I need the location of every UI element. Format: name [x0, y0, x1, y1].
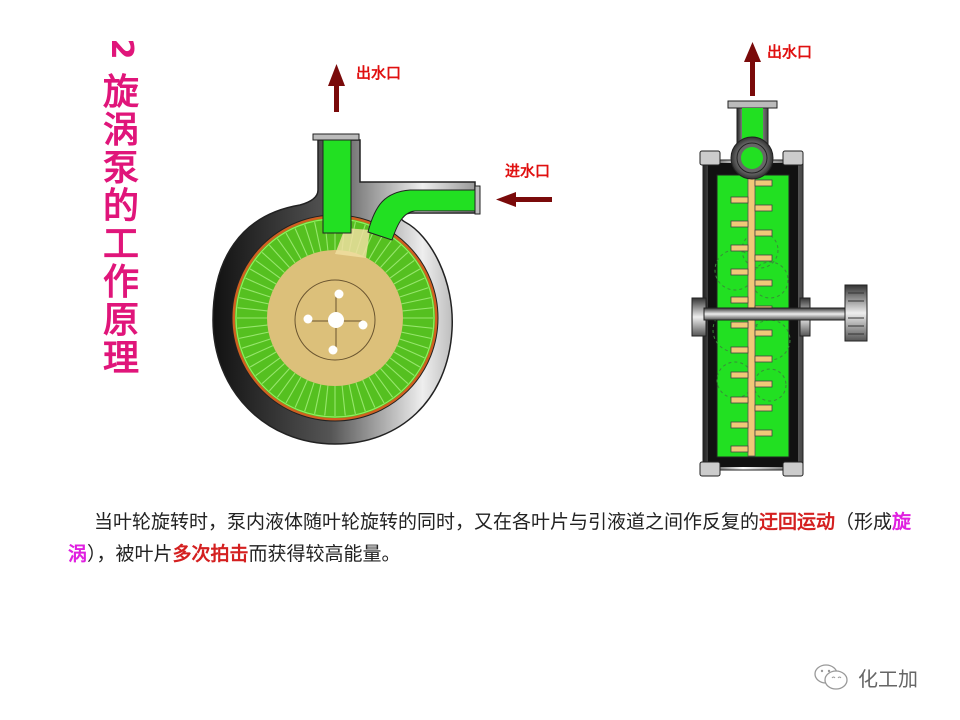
impeller-blades-right [730, 179, 773, 453]
title-char: 理 [102, 338, 139, 379]
highlight-multiple-strikes: 多次拍击 [172, 543, 249, 565]
title-char: 旋 [102, 72, 139, 113]
inlet-arrow-icon [496, 192, 552, 207]
wechat-icon [814, 664, 848, 690]
title-char: 泵 [102, 148, 139, 189]
inlet-label: 进水口 [505, 162, 550, 180]
highlight-vortex: 旋涡 [68, 511, 912, 565]
outlet-arrow-icon [744, 42, 761, 96]
left-pump-diagram: 出水口 进水口 [212, 64, 552, 445]
paragraph-text: （形成 [835, 511, 893, 533]
paragraph-text: 而获得较高能量。 [248, 543, 401, 565]
right-pump-diagram: 出水口 [691, 42, 868, 477]
title-char: 作 [102, 262, 139, 303]
paragraph-text: 当叶轮旋转时，泵内液体随叶轮旋转的同时，又在各叶片与引液道之间作反复的 [94, 511, 760, 533]
outlet-label-right: 出水口 [767, 43, 812, 61]
title-char: 原 [102, 300, 139, 341]
bolts [699, 150, 804, 477]
outlet-label: 出水口 [356, 64, 401, 82]
slide-title: 2 旋 涡 泵 的 工 作 原 理 [96, 30, 146, 378]
title-char: 的 [102, 186, 139, 227]
outlet-arrow-icon [328, 64, 345, 112]
title-char: 涡 [102, 110, 139, 151]
paragraph-text: ），被叶片 [87, 543, 173, 565]
highlight-circuitous-motion: 迂回运动 [759, 511, 836, 533]
watermark-text: 化工加 [858, 666, 918, 691]
description-paragraph: 当叶轮旋转时，泵内液体随叶轮旋转的同时，又在各叶片与引液道之间作反复的迂回运动（… [68, 506, 928, 570]
title-char: 工 [102, 224, 139, 265]
impeller-blades [237, 220, 433, 416]
watermark: 化工加 [812, 662, 918, 692]
